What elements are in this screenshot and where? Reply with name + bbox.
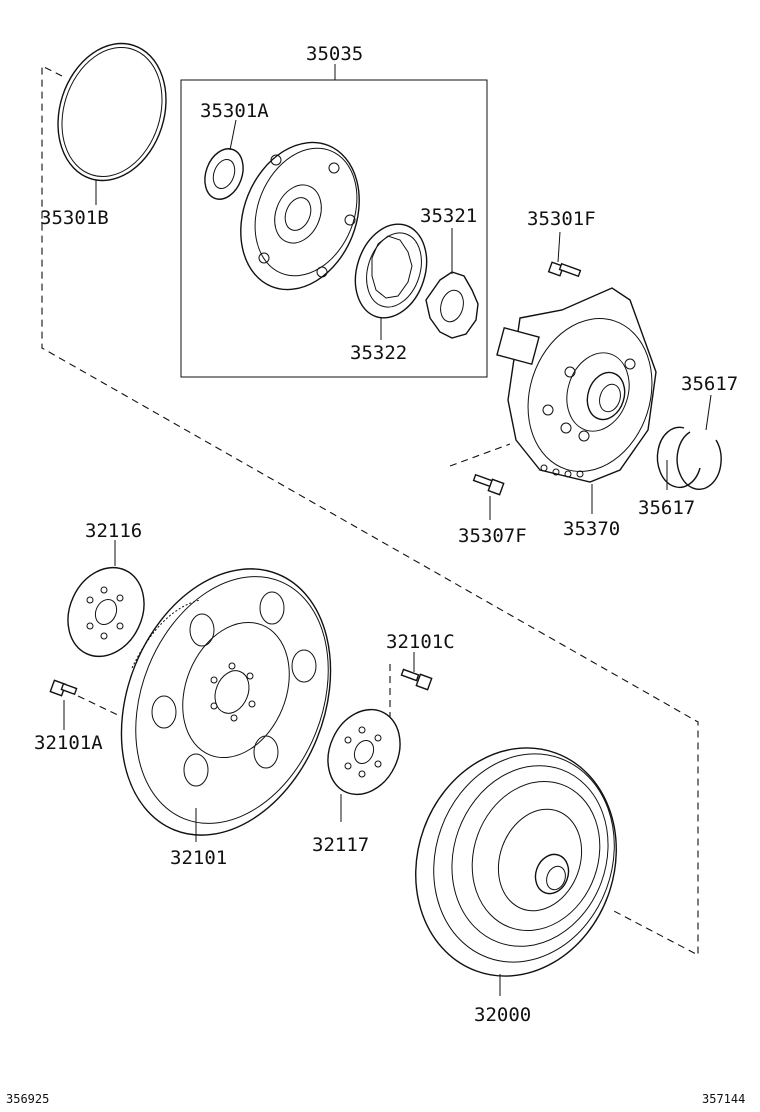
bolt-35301F <box>547 231 582 278</box>
bolt-35307F <box>449 443 511 520</box>
oil-seal-35301A <box>204 119 244 200</box>
label-35617-lower: 35617 <box>638 497 695 519</box>
pump-body-kit-box <box>180 64 488 378</box>
drive-plate-32101 <box>120 568 332 842</box>
footer-left-code: 356925 <box>6 1092 49 1106</box>
bolt-32101C <box>389 652 433 730</box>
spacer-plate-32117 <box>327 708 401 822</box>
label-32117: 32117 <box>312 834 369 856</box>
label-32000: 32000 <box>474 1004 531 1026</box>
drive-gear-35321 <box>425 228 479 339</box>
stator-shaft-35370 <box>496 287 657 514</box>
spacer-plate-32116 <box>67 540 145 658</box>
seal-ring-35617-upper <box>676 394 722 490</box>
label-32101A: 32101A <box>34 732 103 754</box>
label-32116: 32116 <box>85 520 142 542</box>
label-35035: 35035 <box>306 43 363 65</box>
label-35370: 35370 <box>563 518 620 540</box>
bolt-32101A <box>49 679 121 730</box>
o-ring-35301B <box>57 42 167 205</box>
label-32101C: 32101C <box>386 631 455 653</box>
label-35301A: 35301A <box>200 100 269 122</box>
label-35617-upper: 35617 <box>681 373 738 395</box>
driven-gear-35322 <box>354 223 428 340</box>
torque-converter-32000 <box>415 747 617 996</box>
assembly-outline <box>41 65 699 956</box>
pump-body <box>240 141 360 291</box>
label-32101: 32101 <box>170 847 227 869</box>
label-35307F: 35307F <box>458 525 527 547</box>
label-35301F: 35301F <box>527 208 596 230</box>
label-35321: 35321 <box>420 205 477 227</box>
label-35301B: 35301B <box>40 207 109 229</box>
seal-ring-35617-lower <box>656 426 701 490</box>
label-35322: 35322 <box>350 342 407 364</box>
footer-right-code: 357144 <box>702 1092 745 1106</box>
